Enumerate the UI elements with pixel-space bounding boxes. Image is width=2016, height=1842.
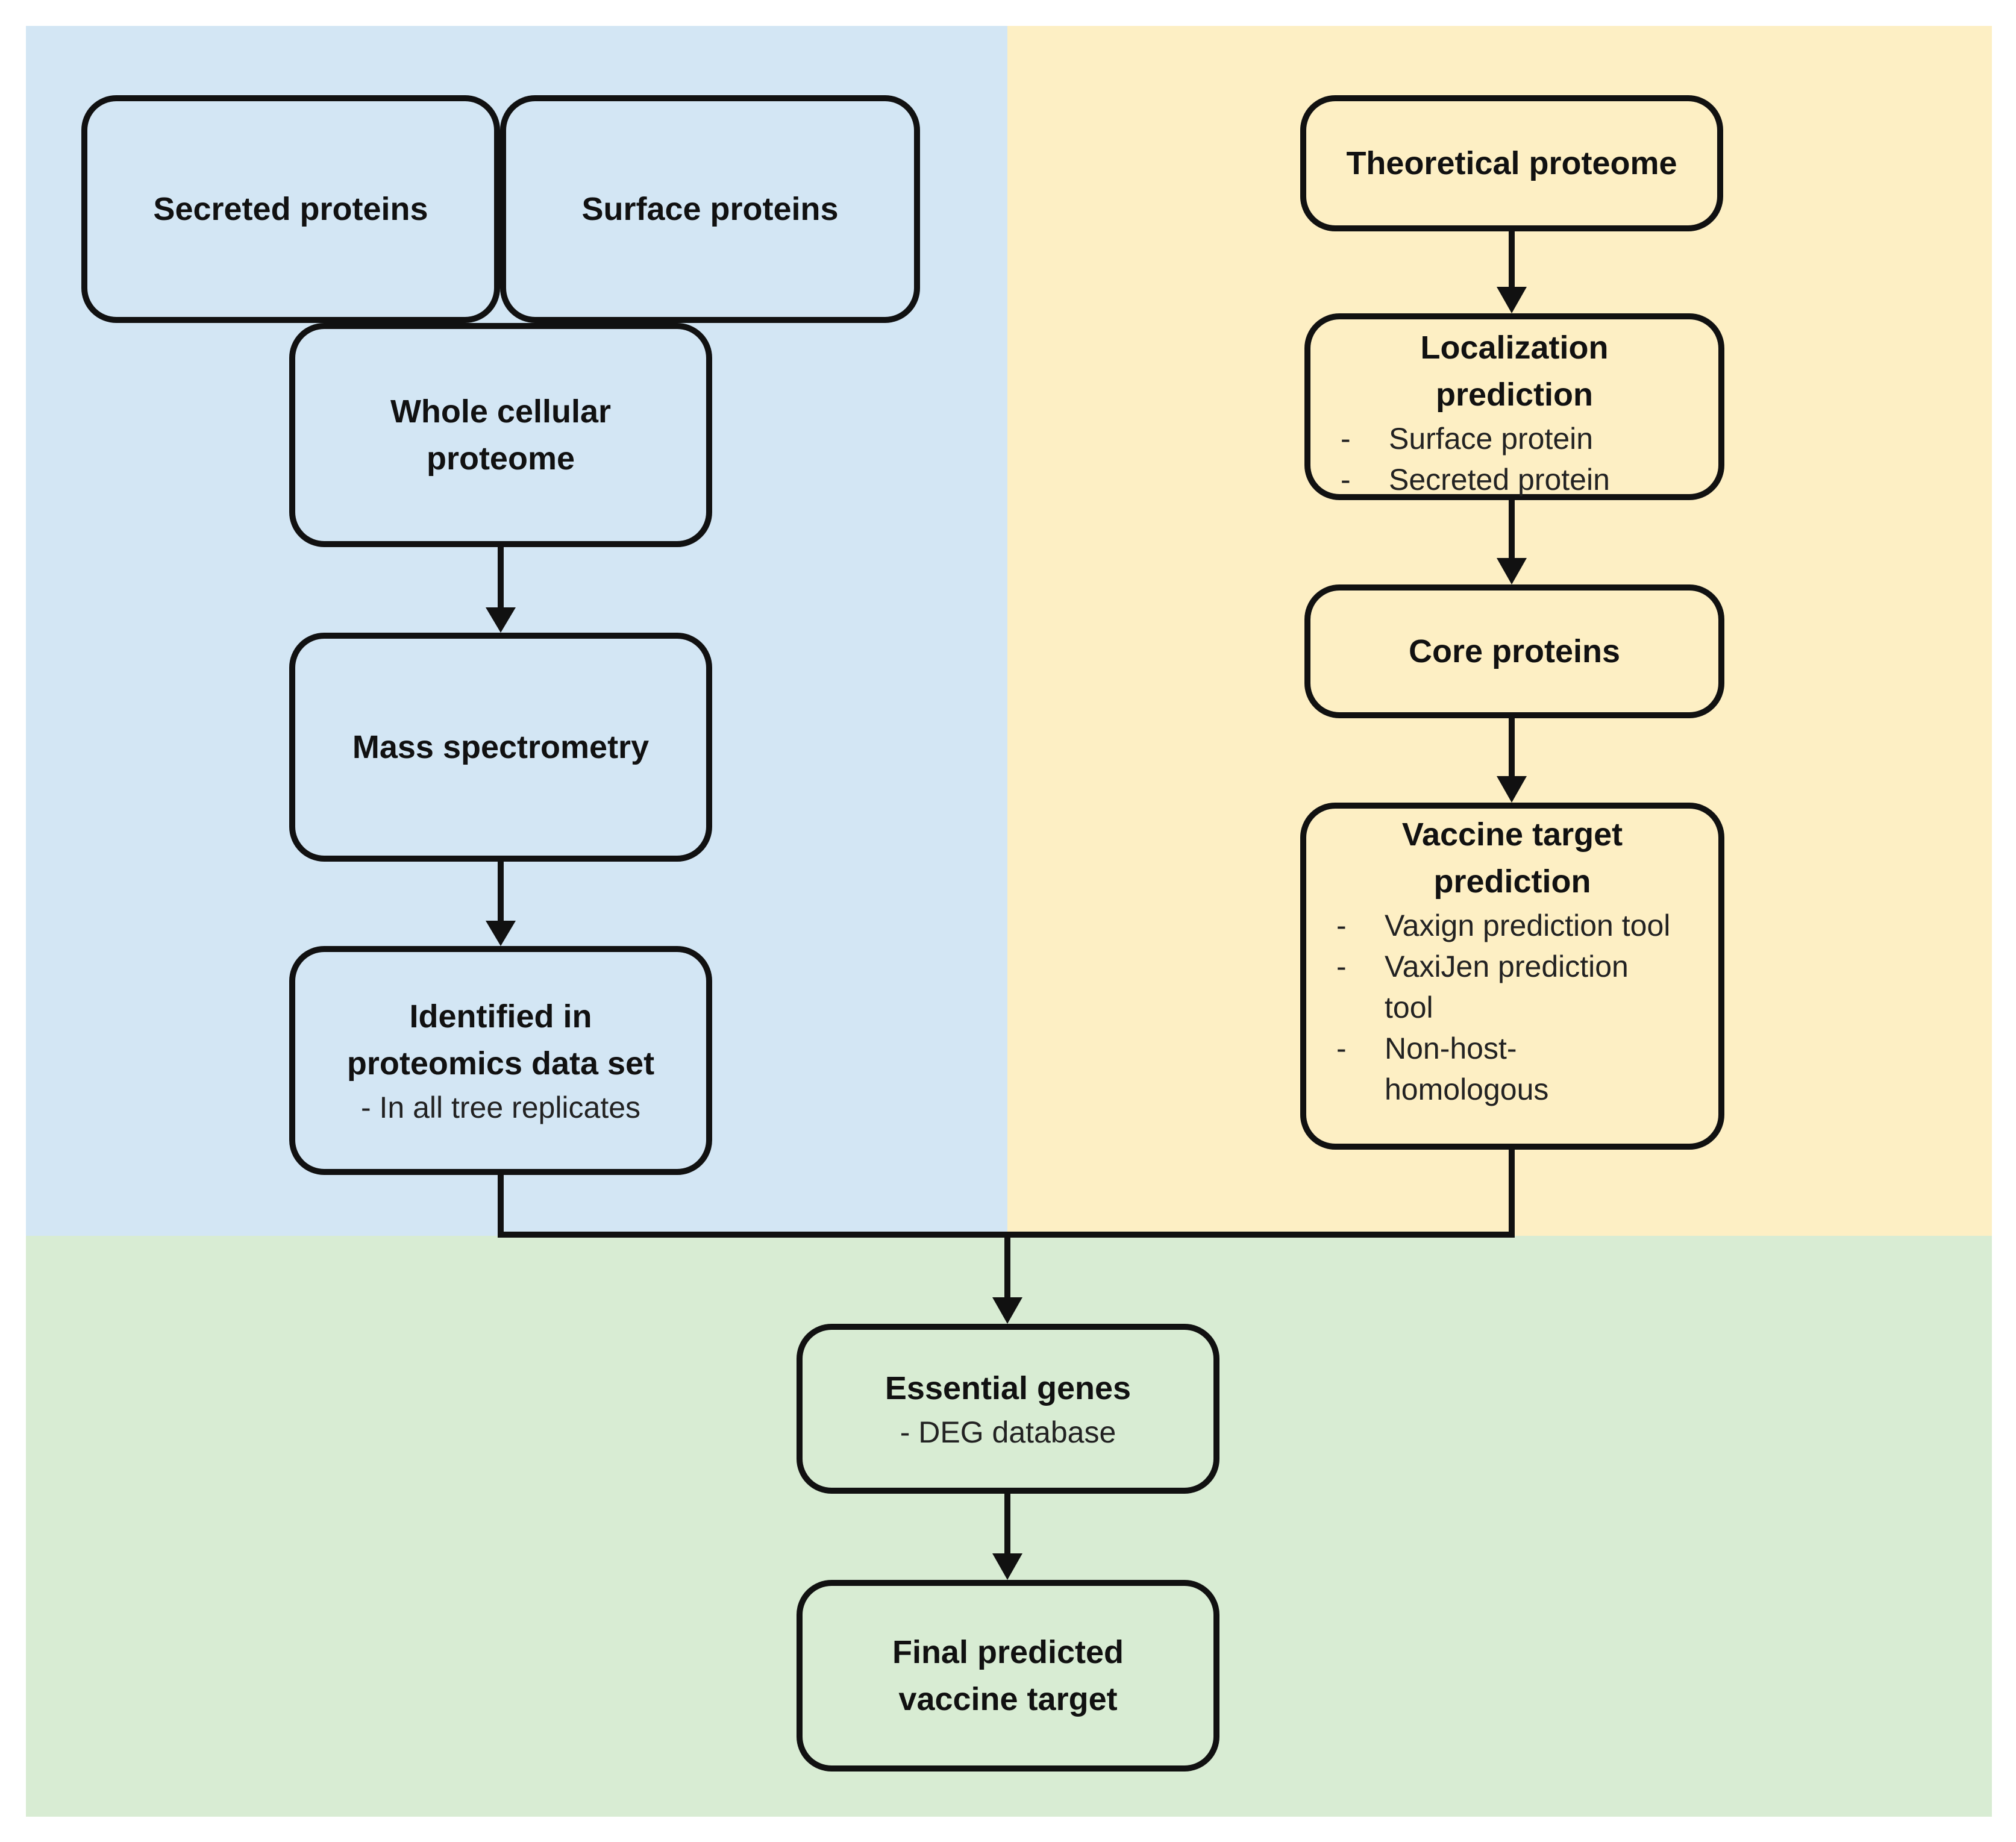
node-title: Secreted proteins [153, 191, 428, 227]
node-title: Essential genes [884, 1370, 1132, 1406]
bullet-text: VaxiJen prediction tool [1385, 950, 1629, 1024]
whole-cellular-proteome-node: Whole cellular proteome [289, 323, 712, 547]
bullet-item: - VaxiJen prediction tool [1306, 946, 1718, 1028]
bullet-dash: - [1336, 950, 1347, 983]
theoretical-proteome-node: Theoretical proteome [1300, 95, 1723, 231]
bullet-dash: - [1341, 422, 1351, 456]
bullet-dash: - [1341, 463, 1351, 497]
bullet-item: - Vaxign prediction tool [1306, 905, 1718, 946]
arrowhead-merge-to-essential [992, 1297, 1022, 1324]
node-title: Whole cellular proteome [390, 393, 612, 477]
node-title: Surface proteins [581, 191, 839, 227]
node-title: Identified in proteomics data set [346, 998, 655, 1082]
bullet-dash: - [1336, 1032, 1347, 1065]
final-vaccine-target-node: Final predicted vaccine target [797, 1580, 1219, 1772]
bullet-item: - Non-host-homologous [1306, 1028, 1718, 1110]
arrowhead-whole-to-mass [486, 607, 516, 633]
core-proteins-node: Core proteins [1304, 584, 1724, 718]
arrowhead-localization-to-core [1497, 558, 1527, 584]
node-subtitle: - In all tree replicates [360, 1091, 641, 1124]
localization-prediction-node: Localization prediction - Surface protei… [1304, 313, 1724, 500]
bullet-text: Surface protein [1389, 422, 1594, 456]
node-title: Final predicted vaccine target [892, 1634, 1124, 1717]
localization-bullets: - Surface protein - Secreted protein [1310, 418, 1718, 500]
bullet-text: Secreted protein [1389, 463, 1610, 497]
bullet-text: Vaxign prediction tool [1385, 909, 1671, 942]
node-title: Core proteins [1408, 633, 1621, 669]
arrowhead-theoretical-to-localization [1497, 287, 1527, 313]
secreted-proteins-node: Secreted proteins [81, 95, 500, 323]
identified-node: Identified in proteomics data set - In a… [289, 946, 712, 1175]
bullet-text: Non-host-homologous [1385, 1032, 1549, 1106]
bullet-item: - Secreted protein [1310, 459, 1718, 500]
vaccine-bullets: - Vaxign prediction tool - VaxiJen predi… [1306, 905, 1718, 1110]
node-title: Mass spectrometry [352, 729, 650, 765]
node-title: Localization prediction [1420, 330, 1609, 413]
arrowhead-mass-to-identified [486, 921, 516, 946]
vaccine-target-prediction-node: Vaccine target prediction - Vaxign predi… [1300, 803, 1724, 1150]
essential-genes-node: Essential genes - DEG database [797, 1324, 1219, 1494]
arrowhead-core-to-vaccine [1497, 776, 1527, 803]
arrowhead-essential-to-final [992, 1553, 1022, 1580]
mass-spectrometry-node: Mass spectrometry [289, 633, 712, 862]
bullet-item: - Surface protein [1310, 418, 1718, 459]
node-title: Vaccine target prediction [1401, 816, 1623, 900]
bullet-dash: - [1336, 909, 1347, 942]
node-title: Theoretical proteome [1346, 145, 1677, 181]
node-subtitle: - DEG database [900, 1415, 1116, 1449]
surface-proteins-node: Surface proteins [500, 95, 920, 323]
